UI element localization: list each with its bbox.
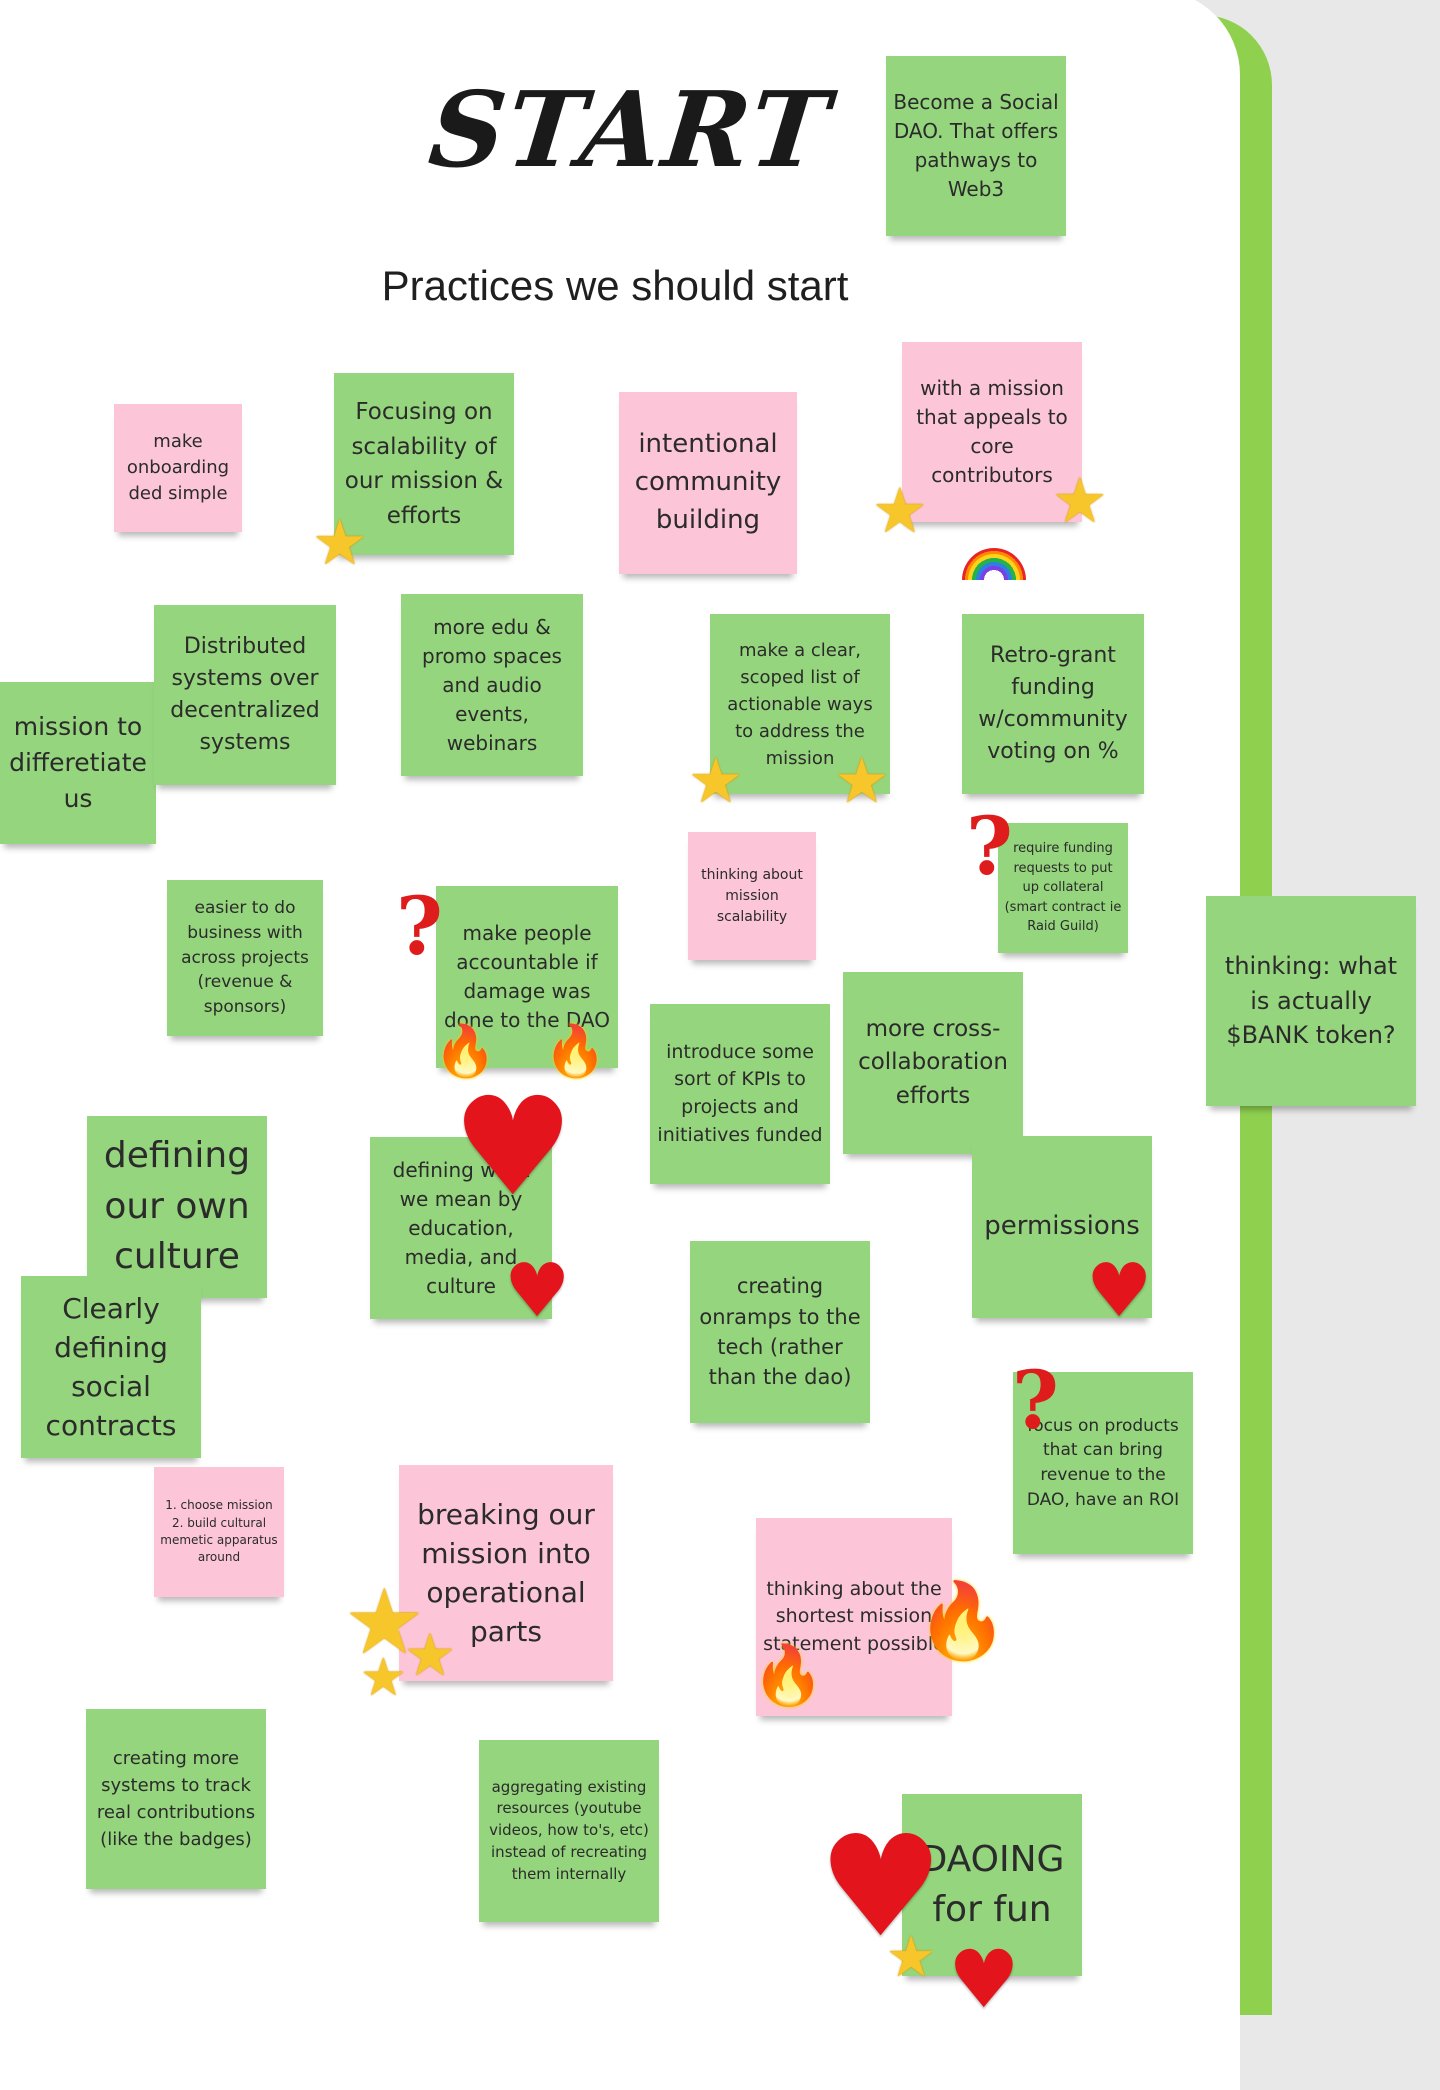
sticky-note-onboarding[interactable]: make onboarding ded simple: [114, 404, 242, 532]
fire-icon[interactable]: 🔥: [434, 1022, 497, 1080]
sticky-note-kpis[interactable]: introduce some sort of KPIs to projects …: [650, 1004, 830, 1184]
sticky-note-choose-mission[interactable]: 1. choose mission 2. build cultural meme…: [154, 1467, 284, 1597]
sticky-note-community-building[interactable]: intentional community building: [619, 392, 797, 574]
sticky-note-cross-collab[interactable]: more cross-collaboration efforts: [843, 972, 1023, 1154]
star-sticker[interactable]: ★: [344, 1570, 425, 1675]
sticky-note-actionable-list[interactable]: make a clear, scoped list of actionable …: [710, 614, 890, 794]
sticky-note-focus-products[interactable]: focus on products that can bring revenue…: [1013, 1372, 1193, 1554]
star-sticker[interactable]: ★: [688, 744, 744, 817]
fire-icon[interactable]: 🔥: [544, 1022, 607, 1080]
sticky-note-shortest-mission[interactable]: thinking about the shortest mission stat…: [756, 1518, 952, 1716]
frame-title: START: [423, 68, 837, 191]
heart-icon[interactable]: ♥: [818, 1806, 944, 1969]
question-icon[interactable]: ?: [396, 879, 443, 973]
sticky-note-onramps[interactable]: creating onramps to the tech (rather tha…: [690, 1241, 870, 1423]
sticky-note-breaking-mission[interactable]: breaking our mission into operational pa…: [399, 1465, 613, 1681]
sticky-note-distributed-systems[interactable]: Distributed systems over decentralized s…: [154, 605, 336, 785]
star-sticker[interactable]: ★: [872, 474, 928, 547]
star-sticker[interactable]: ★: [360, 1648, 407, 1708]
sticky-note-mission-scalability[interactable]: thinking about mission scalability: [688, 832, 816, 960]
sticky-note-accountable[interactable]: make people accountable if damage was do…: [436, 886, 618, 1068]
heart-icon[interactable]: ♥: [452, 1069, 574, 1227]
sticky-note-core-contributors[interactable]: with a mission that appeals to core cont…: [902, 342, 1082, 522]
sticky-note-social-dao[interactable]: Become a Social DAO. That offers pathway…: [886, 56, 1066, 236]
heart-icon[interactable]: ♥: [504, 1248, 571, 1334]
frame-subtitle: Practices we should start: [381, 262, 849, 309]
heart-icon[interactable]: ♥: [1086, 1248, 1153, 1334]
question-icon[interactable]: ?: [1012, 1353, 1059, 1447]
star-sticker[interactable]: ★: [1052, 464, 1108, 537]
sticky-note-easier-business[interactable]: easier to do business with across projec…: [167, 880, 323, 1036]
sticky-note-retro-grant[interactable]: Retro-grant funding w/community voting o…: [962, 614, 1144, 794]
sticky-note-track-contributions[interactable]: creating more systems to track real cont…: [86, 1709, 266, 1889]
sticky-note-permissions[interactable]: permissions: [972, 1136, 1152, 1318]
star-sticker[interactable]: ★: [886, 1925, 937, 1990]
sticky-note-edu-promo[interactable]: more edu & promo spaces and audio events…: [401, 594, 583, 776]
sticky-note-aggregating[interactable]: aggregating existing resources (youtube …: [479, 1740, 659, 1922]
question-icon[interactable]: ?: [966, 799, 1013, 893]
sticky-note-mission-differentiate[interactable]: mission to differetiate us: [0, 682, 156, 844]
sticky-note-daoing[interactable]: DAOING for fun: [902, 1794, 1082, 1976]
star-sticker[interactable]: ★: [312, 506, 368, 579]
sticky-note-social-contracts[interactable]: Clearly defining social contracts: [21, 1276, 201, 1458]
sticky-note-defining-mean[interactable]: defining what we mean by education, medi…: [370, 1137, 552, 1319]
sticky-note-bank-token[interactable]: thinking: what is actually $BANK token?: [1206, 896, 1416, 1106]
star-sticker[interactable]: ★: [834, 744, 890, 817]
sticky-note-scalability-focus[interactable]: Focusing on scalability of our mission &…: [334, 373, 514, 555]
fire-icon[interactable]: 🔥: [752, 1641, 825, 1709]
sticky-note-collateral[interactable]: require funding requests to put up colla…: [998, 823, 1128, 953]
star-sticker[interactable]: ★: [404, 1621, 456, 1689]
fire-icon[interactable]: 🔥: [916, 1578, 1009, 1664]
sticky-note-own-culture[interactable]: defining our own culture: [87, 1116, 267, 1298]
heart-icon[interactable]: ♥: [948, 1933, 1020, 2026]
